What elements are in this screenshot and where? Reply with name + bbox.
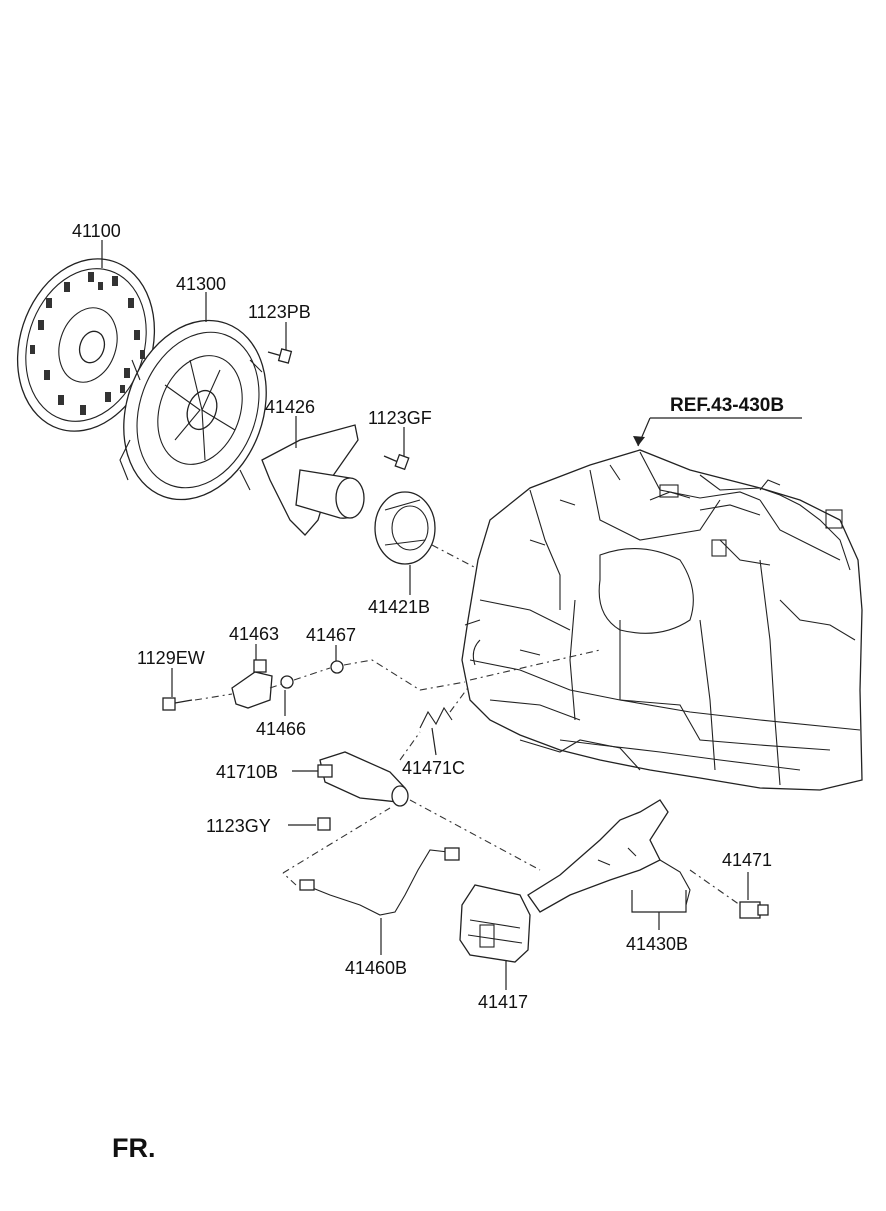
label-41467: 41467	[306, 625, 356, 645]
dust-boot-41417	[459, 884, 531, 963]
release-bearing-41421B	[374, 491, 477, 569]
label-41460B: 41460B	[345, 958, 407, 978]
slave-cylinder-41710B	[317, 751, 541, 871]
label-1129EW: 1129EW	[137, 648, 205, 668]
bolt-1123GF	[383, 453, 410, 471]
nut-41466	[280, 675, 294, 689]
label-41417: 41417	[478, 992, 528, 1012]
label-41430B: 41430B	[626, 934, 688, 954]
pressure-plate-41300	[119, 319, 267, 501]
nut-1123GY	[317, 817, 331, 831]
spring-41471C	[399, 684, 471, 761]
label-41471C: 41471C	[402, 758, 465, 778]
reference-label: REF.43-430B	[670, 395, 784, 416]
bracket-41463	[231, 659, 273, 709]
label-41463: 41463	[229, 624, 279, 644]
label-41421B: 41421B	[368, 597, 430, 617]
label-41426: 41426	[265, 397, 315, 417]
part-labels: 41100 41300 1123PB 41426 1123GF 41421B 4…	[72, 221, 784, 1163]
label-41100: 41100	[72, 221, 121, 241]
bolt-1129EW	[162, 697, 193, 711]
release-sleeve-41426	[261, 424, 365, 536]
label-41300: 41300	[176, 274, 226, 294]
label-1123GF: 1123GF	[368, 408, 432, 428]
front-marker: FR.	[112, 1133, 156, 1163]
hose-41460B	[282, 807, 460, 916]
transmission-housing	[461, 449, 863, 791]
nut-41467	[330, 660, 344, 674]
clutch-disc-41100	[16, 258, 156, 432]
release-fork-41430B	[527, 799, 691, 913]
label-41710B: 41710B	[216, 762, 278, 782]
label-1123PB: 1123PB	[248, 302, 311, 322]
leader-lines	[101, 240, 802, 990]
label-41466: 41466	[256, 719, 306, 739]
bolt-41471	[689, 869, 769, 919]
label-41471: 41471	[722, 850, 772, 870]
label-1123GY: 1123GY	[206, 816, 271, 836]
bolt-1123PB	[267, 348, 293, 364]
